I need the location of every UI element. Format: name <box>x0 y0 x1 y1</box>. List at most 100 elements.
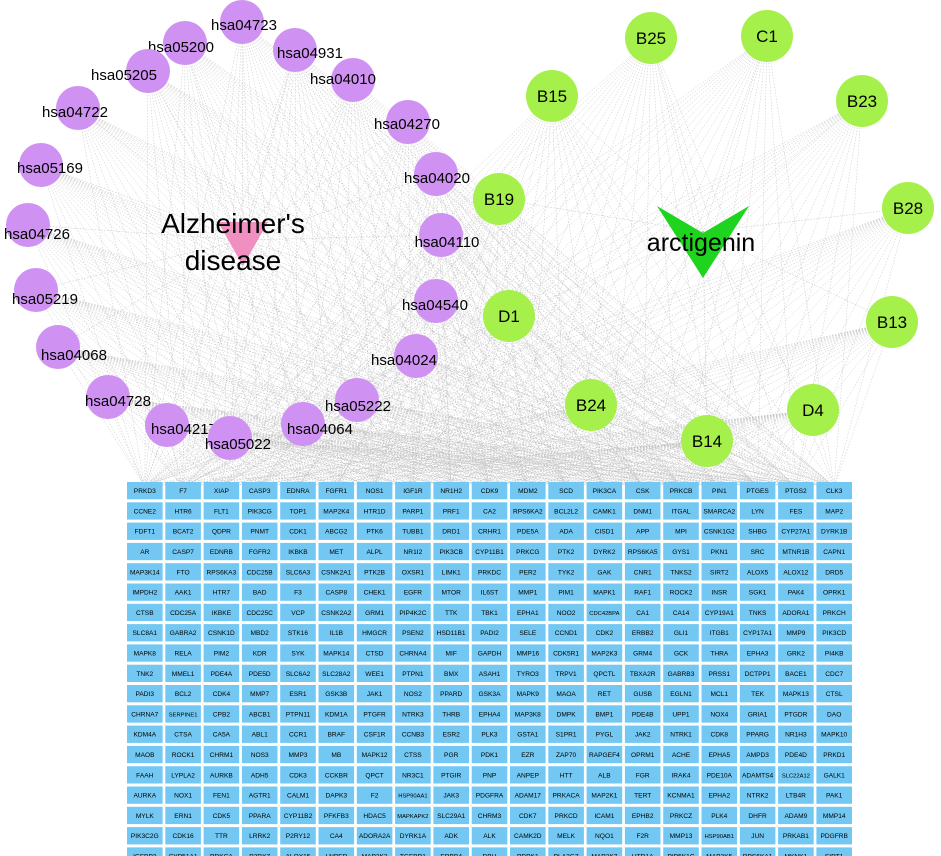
network-edge <box>435 300 452 487</box>
target-node-box <box>586 725 623 743</box>
target-node: ADAM9 <box>778 806 814 825</box>
target-node-box <box>624 786 661 804</box>
target-node-box <box>624 685 661 703</box>
target-node: EPHB2 <box>624 806 661 825</box>
target-node-box <box>663 522 699 540</box>
target-node: RPS6KA2 <box>510 502 546 520</box>
target-node-box <box>510 766 546 784</box>
target-node-label: NOS2 <box>404 691 422 698</box>
target-node: ROCK1 <box>165 745 201 764</box>
compound-node-circle <box>473 173 525 225</box>
network-edge <box>27 224 414 487</box>
target-node: HSD11B1 <box>433 624 469 642</box>
target-node-box <box>356 745 393 764</box>
target-node: CTSS <box>395 745 431 764</box>
network-edge <box>412 315 510 487</box>
target-node-label: NTRK2 <box>747 793 769 800</box>
target-node-label: CA2 <box>483 508 496 515</box>
target-node-label: GRK2 <box>787 650 805 657</box>
pathway-node: hsa04270 <box>374 100 440 144</box>
target-node-box <box>356 522 393 540</box>
target-node-box <box>203 725 240 743</box>
target-node-label: ADAM9 <box>785 813 808 820</box>
network-edge <box>27 224 299 487</box>
target-node-label: RELA <box>174 650 192 657</box>
target-node: MIF <box>433 644 469 662</box>
target-node-box <box>548 685 584 703</box>
target-node: THRA <box>701 644 738 662</box>
target-node-label: NOX4 <box>710 711 728 718</box>
target-node-box <box>778 705 814 723</box>
target-node: EPHA3 <box>739 644 776 662</box>
network-edge <box>702 35 768 233</box>
target-node-label: CYP11B2 <box>284 813 313 820</box>
target-node: MAP2K3 <box>586 644 623 662</box>
target-node-label: CYP17A1 <box>743 630 772 637</box>
target-node-box <box>356 482 393 500</box>
target-node: ICAM1 <box>586 806 623 825</box>
target-node-label: PPARA <box>249 813 271 820</box>
target-node: GSTA1 <box>510 725 546 743</box>
target-node-label: F3 <box>294 590 302 597</box>
target-node-label: TYRO3 <box>517 671 539 678</box>
target-node-box <box>356 664 393 682</box>
target-node-box <box>586 603 623 622</box>
target-node-label: MTNR1B <box>782 549 810 556</box>
network-edge <box>57 346 337 487</box>
target-node-label: MMP14 <box>823 813 846 820</box>
target-node: MET <box>318 542 355 561</box>
target-node-box <box>127 542 163 561</box>
compound-node-label: B25 <box>636 29 666 48</box>
target-node: RPS6KA5 <box>624 542 661 561</box>
network-edge <box>147 70 643 487</box>
network-edge <box>259 234 442 487</box>
target-node: CDC42BPA <box>586 603 623 622</box>
pathway-node-circle <box>163 21 207 65</box>
target-node-box <box>778 624 814 642</box>
target-node: ALPL <box>356 542 393 561</box>
target-node-box <box>471 806 508 825</box>
network-edge <box>795 100 863 487</box>
network-edge <box>352 79 414 487</box>
target-node-box <box>778 603 814 622</box>
target-node-box <box>318 685 355 703</box>
network-edge <box>719 409 814 487</box>
target-node: CSK <box>624 482 661 500</box>
target-node-box <box>701 745 738 764</box>
target-node-box <box>548 745 584 764</box>
network-edge <box>650 37 720 487</box>
target-node-box <box>241 542 278 561</box>
target-node: CAMK1 <box>586 502 623 520</box>
target-node-label: CHRNA7 <box>131 711 158 718</box>
target-node: F2R <box>624 827 661 845</box>
network-edge <box>302 423 643 487</box>
target-node: NTRK1 <box>663 725 699 743</box>
target-node: BRAF <box>318 725 355 743</box>
target-node: PRKCG <box>510 542 546 561</box>
target-node: QPCTL <box>586 664 623 682</box>
target-node-box <box>433 745 469 764</box>
target-node-box <box>701 847 738 856</box>
pathway-node-circle <box>126 49 170 93</box>
target-node: NOS3 <box>241 745 278 764</box>
target-node-label: SRC <box>751 549 765 556</box>
target-node: GUSB <box>624 685 661 703</box>
target-node: PER2 <box>510 563 546 581</box>
network-edge <box>336 300 437 487</box>
target-node-label: PIM1 <box>558 590 574 597</box>
compound-node-label: C1 <box>756 27 778 46</box>
target-node-label: HTR1A <box>632 853 654 856</box>
target-node-label: TRPV1 <box>555 671 577 678</box>
target-node: PRSS1 <box>701 664 738 682</box>
network-edge <box>356 399 490 487</box>
network-edge <box>412 198 500 487</box>
network-edge <box>527 100 863 487</box>
pathway-node-label: hsa04722 <box>42 104 108 121</box>
target-node-label: IL1B <box>330 630 344 637</box>
target-node: GAPDH <box>471 644 508 662</box>
target-node-box <box>586 502 623 520</box>
target-node: AMPD3 <box>739 745 776 764</box>
target-node-label: HSD11B1 <box>437 630 466 637</box>
compound-node-circle <box>836 75 888 127</box>
target-node-label: MMEL1 <box>172 671 195 678</box>
